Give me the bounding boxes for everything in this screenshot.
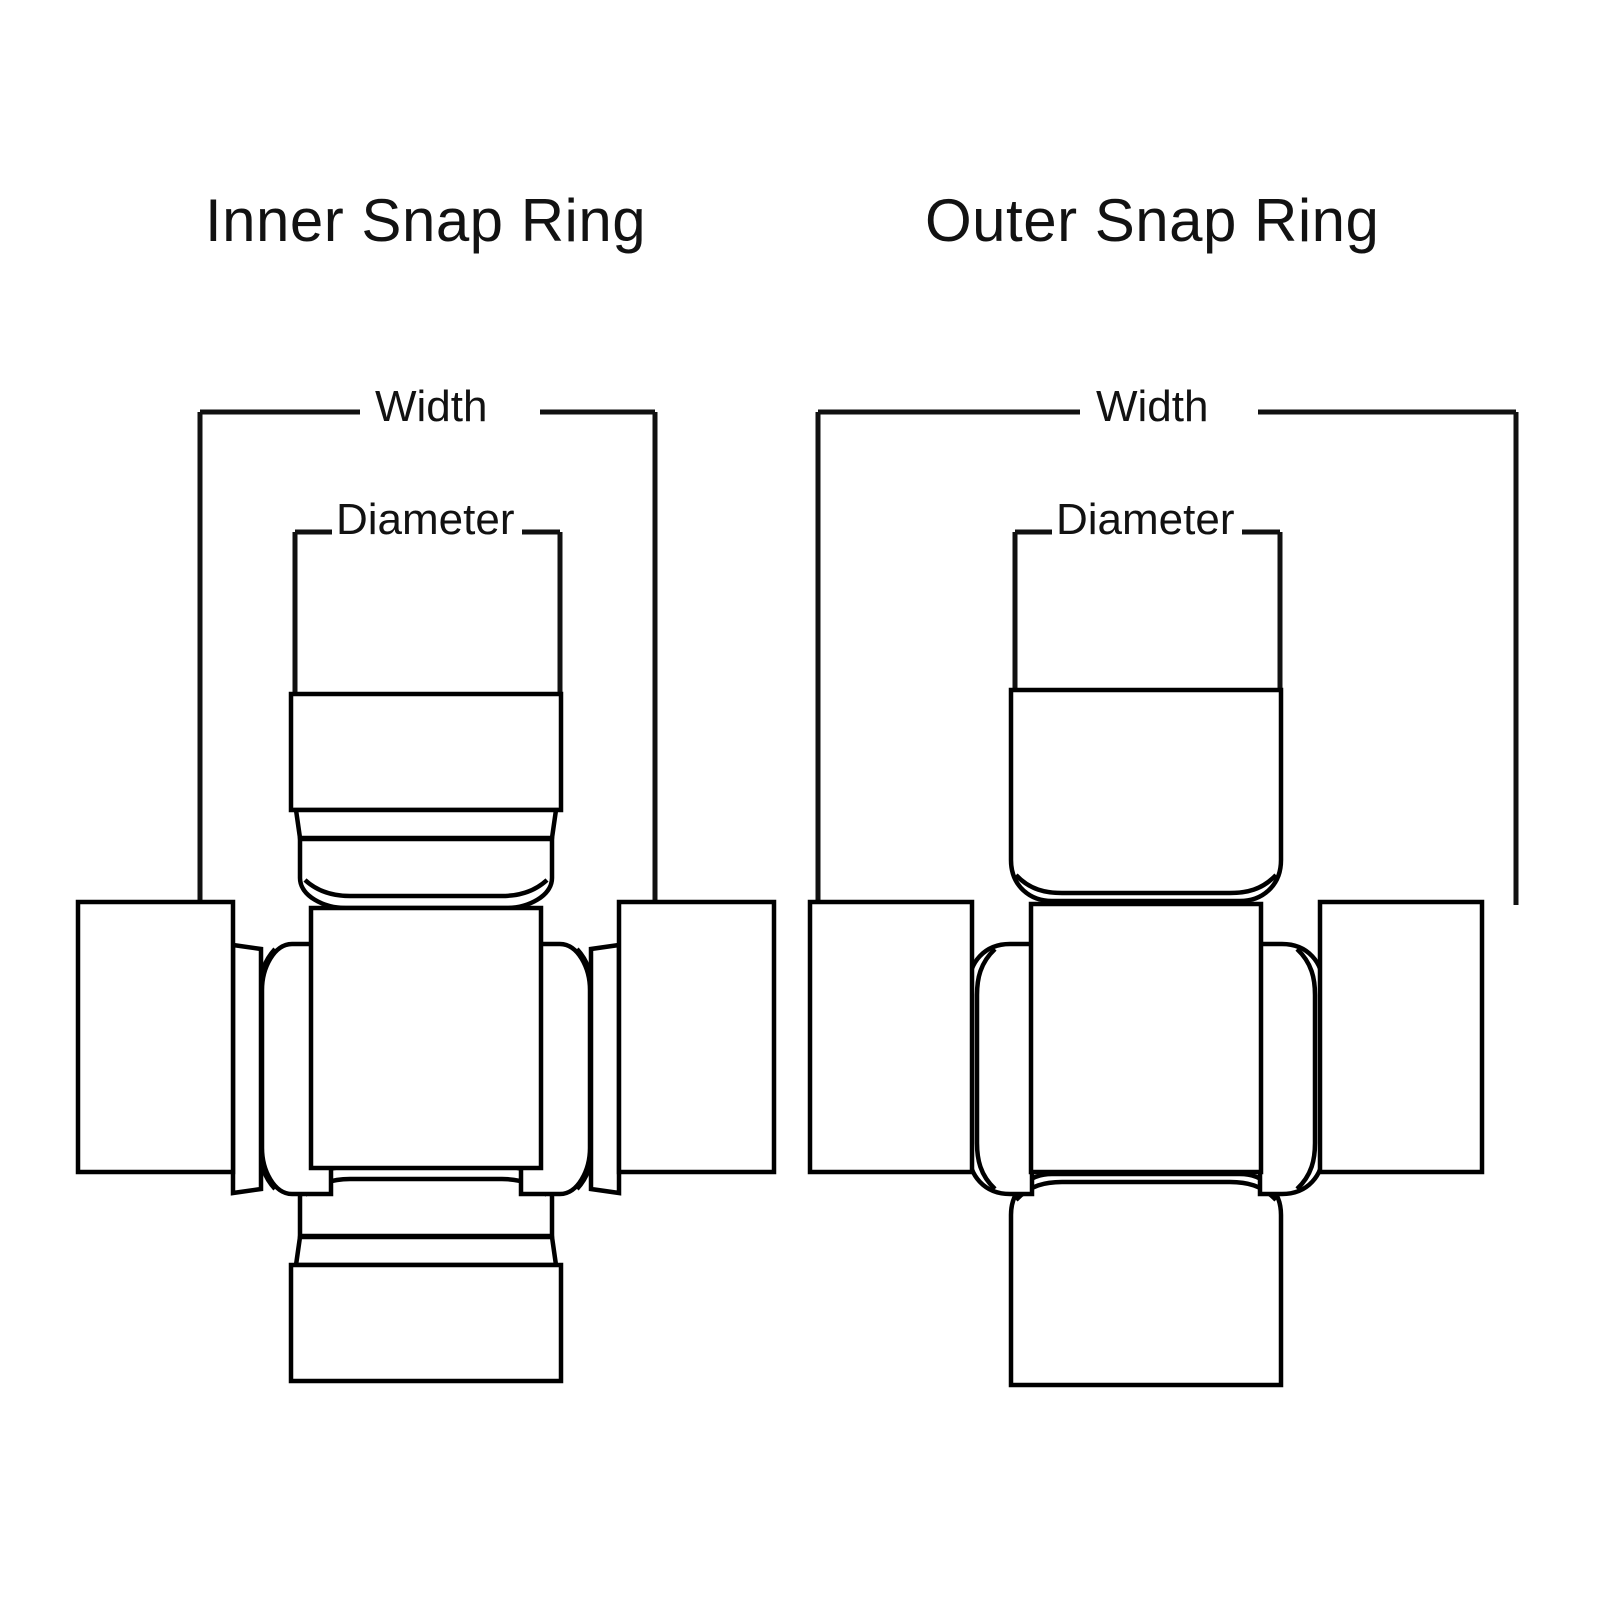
diameter-dimension-outer (1012, 529, 1283, 690)
panel-title-outer-snap-ring: Outer Snap Ring (925, 187, 1380, 254)
diameter-dimension-inner (292, 529, 563, 695)
left-cap-outer-outer (807, 899, 975, 1175)
bottom-cap-body-outer (1008, 1171, 1284, 1388)
right-snap-ring-band-inner (588, 942, 622, 1196)
bottom-cap-body-inner (288, 1262, 564, 1384)
top-cap-body-inner (288, 691, 564, 813)
left-cap-inner-line-outer (974, 947, 997, 1191)
top-cap-body-outer (1008, 687, 1284, 904)
width-dimension-inner (197, 409, 658, 905)
top-snap-ring-band-inner (293, 807, 559, 841)
outer-snap-ring-drawing (807, 409, 1519, 1388)
right-cap-body-inner (616, 899, 777, 1175)
dimension-label-width-inner: Width (365, 385, 498, 429)
right-cap-inner-line-outer (1295, 947, 1318, 1191)
inner-snap-ring-drawing (75, 409, 777, 1384)
top-cap-inner-line-outer (1014, 873, 1278, 896)
center-body-inner (308, 905, 544, 1171)
dimension-label-diameter-inner: Diameter (326, 498, 525, 542)
dimension-label-width-outer: Width (1086, 385, 1219, 429)
panel-title-inner-snap-ring: Inner Snap Ring (205, 187, 647, 254)
width-dimension-outer (815, 409, 1519, 905)
center-body-outer (1028, 901, 1264, 1175)
dimension-label-diameter-outer: Diameter (1046, 498, 1245, 542)
bottom-snap-ring-band-inner (293, 1234, 559, 1268)
right-cap-outer-outer (1317, 899, 1485, 1175)
left-cap-body-inner (75, 899, 236, 1175)
top-shoulder-line-inner (303, 878, 549, 899)
left-snap-ring-band-inner (230, 942, 264, 1196)
